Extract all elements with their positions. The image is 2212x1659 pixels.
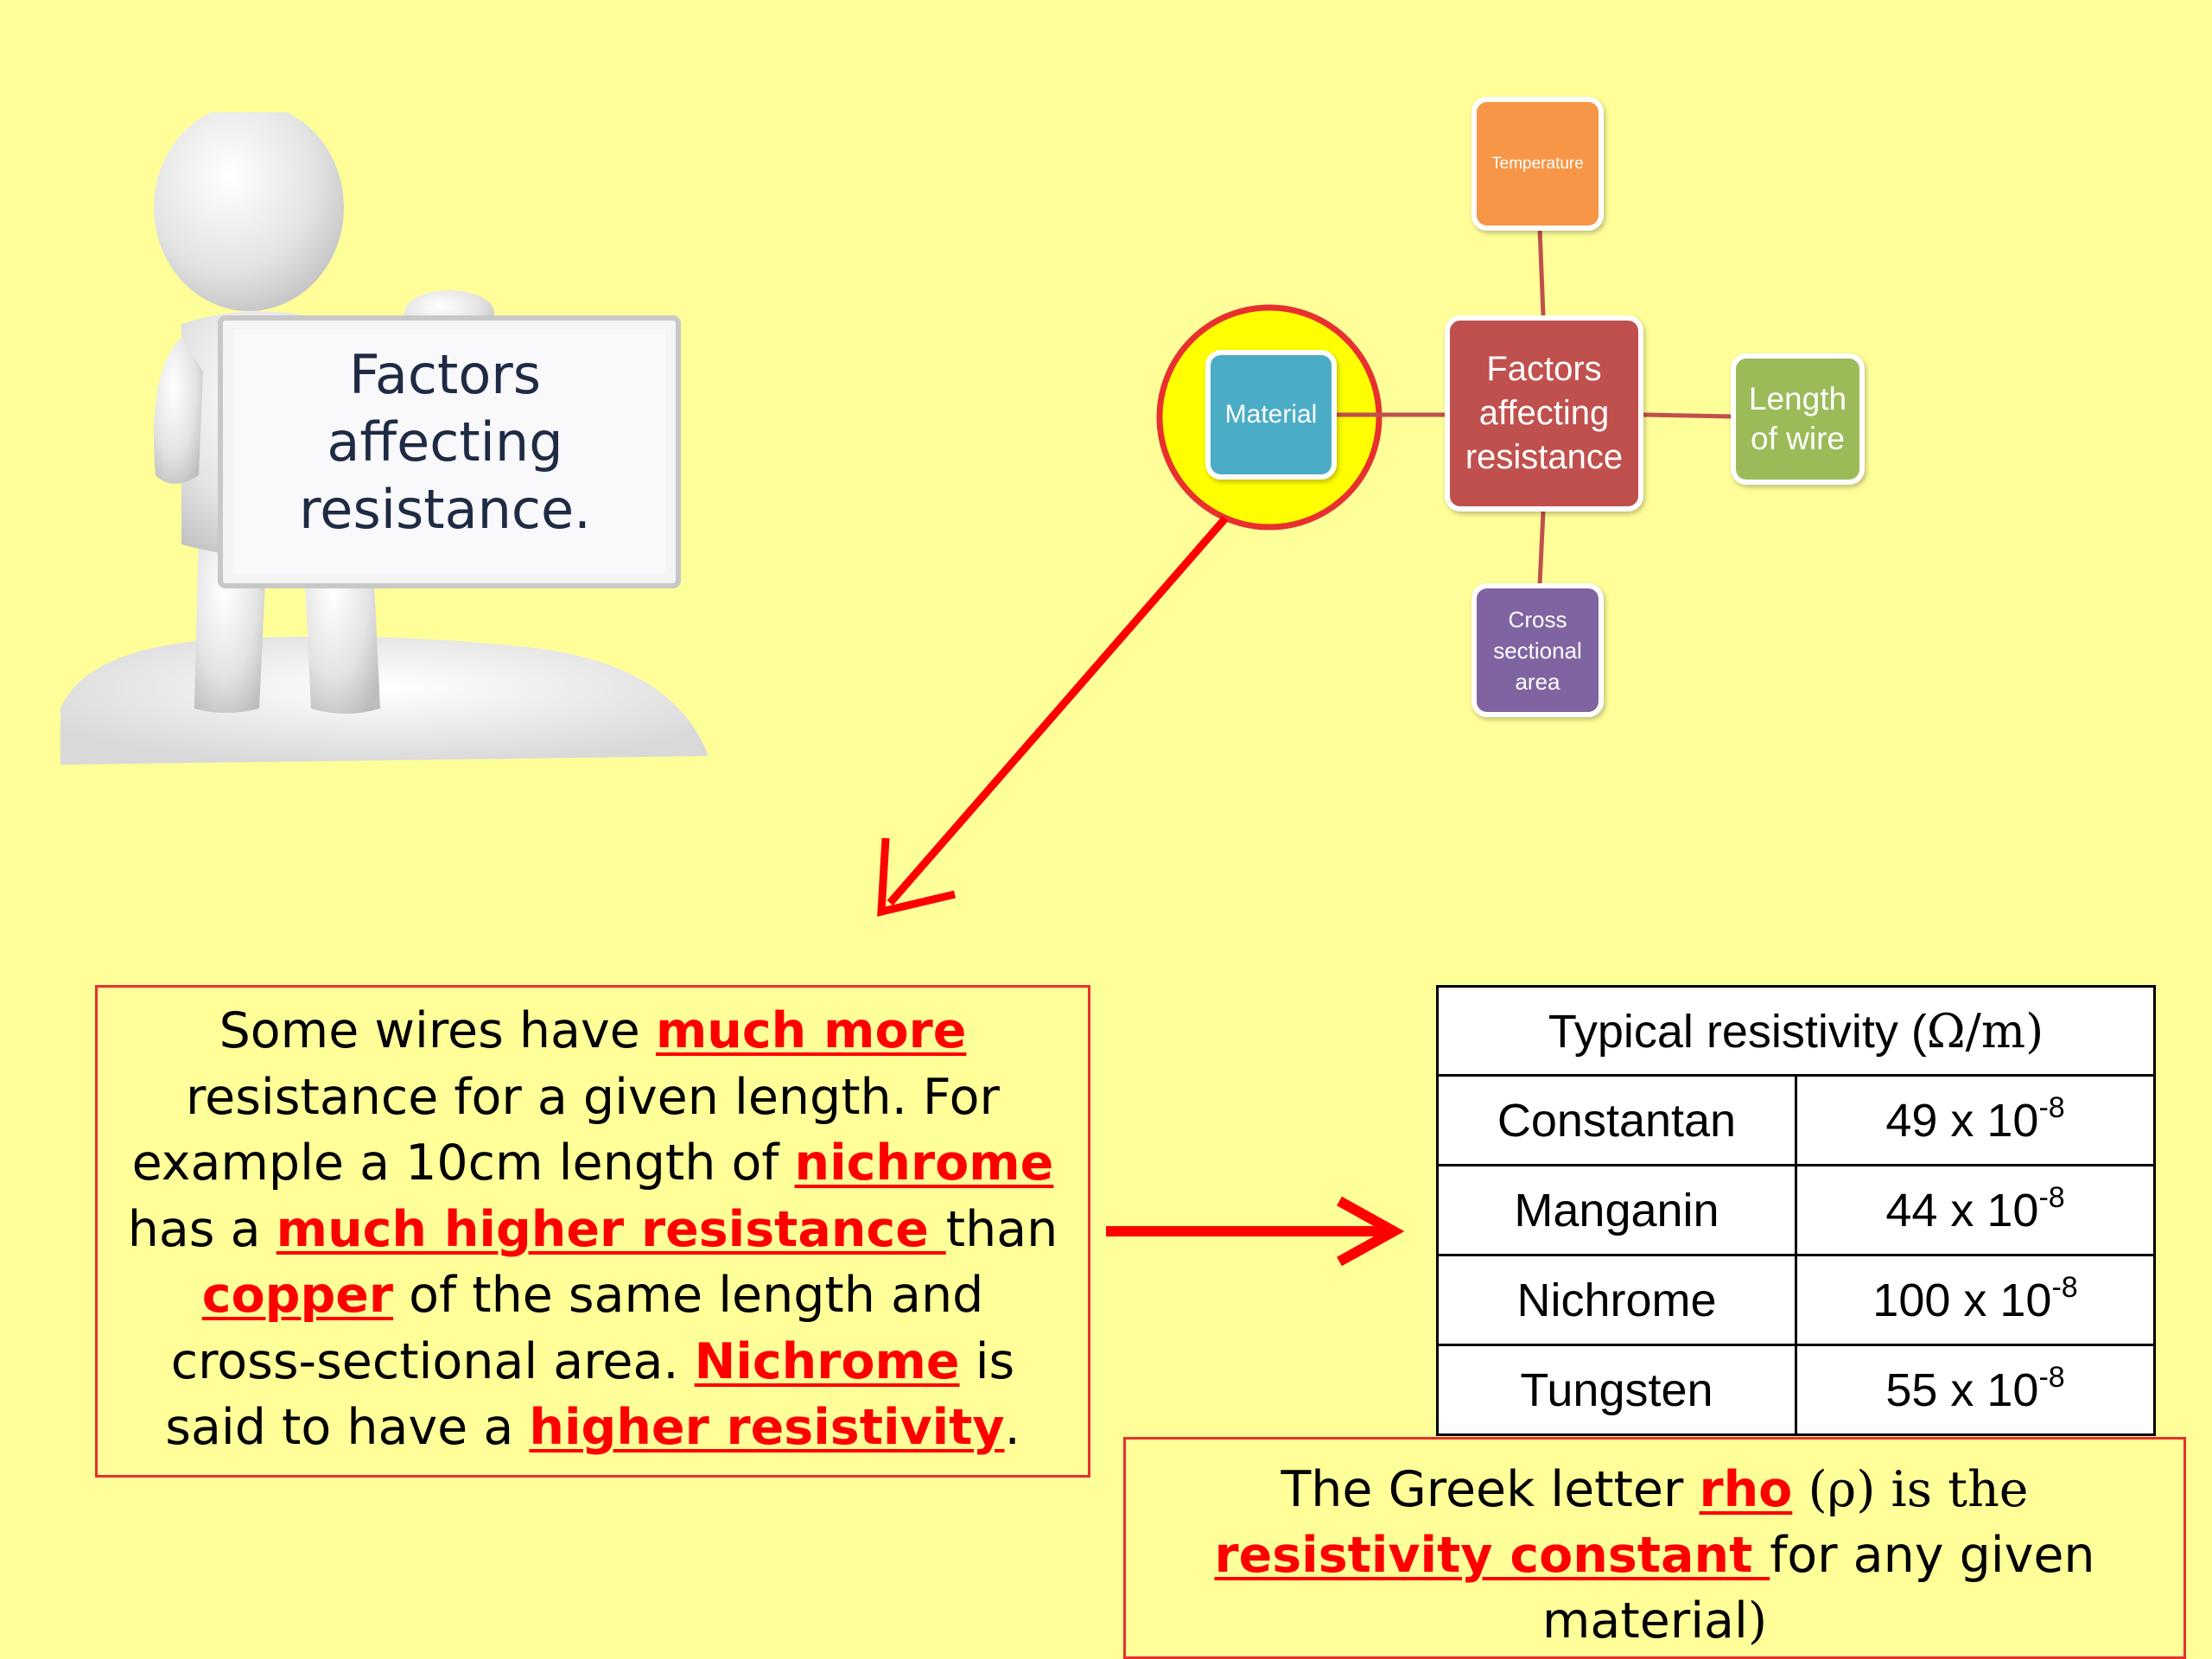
- explanation-text: has a: [127, 1200, 276, 1258]
- table-header-unit: Ω/m: [1926, 1003, 2026, 1058]
- connector-length: [1643, 412, 1732, 419]
- figure-holding-sign-image: [60, 112, 709, 765]
- rho-text: for any given: [1770, 1527, 2095, 1584]
- explanation-text: cross-sectional area.: [170, 1332, 695, 1390]
- highlight-nichrome: nichrome: [794, 1135, 1054, 1192]
- sign-line-2: affecting: [327, 410, 563, 474]
- arrow-to-explanation: [887, 516, 1229, 906]
- explanation-text: Some wires have: [219, 1002, 656, 1059]
- resistivity-exponent: -8: [2038, 1090, 2065, 1124]
- arrowhead-to-table: [1337, 1196, 1405, 1267]
- highlight-copper: copper: [201, 1267, 394, 1324]
- highlight-nichrome-2: Nichrome: [694, 1332, 960, 1390]
- table-row: Constantan 49 x 10-8: [1436, 1074, 2156, 1166]
- material-cell: Nichrome: [1436, 1254, 1797, 1346]
- resistivity-exponent: -8: [2051, 1270, 2078, 1304]
- table-row: Manganin 44 x 10-8: [1436, 1164, 2156, 1256]
- resistivity-coef: 44 x 10: [1885, 1184, 2039, 1236]
- explanation-line: resistance for a given length. For: [185, 1068, 1000, 1126]
- explanation-text: of the same length and: [393, 1267, 984, 1324]
- material-cell: Manganin: [1436, 1164, 1797, 1256]
- connector-cross-section: [1537, 511, 1546, 585]
- table-row: Tungsten 55 x 10-8: [1436, 1344, 2156, 1436]
- explanation-line: Some wires have much more: [98, 998, 1088, 1065]
- resistivity-coef: 49 x 10: [1885, 1094, 2039, 1147]
- arrowhead-to-explanation: [877, 837, 957, 917]
- explanation-box: Some wires have much more resistance for…: [95, 985, 1090, 1478]
- material-cell: Constantan: [1436, 1074, 1797, 1166]
- sign-line-3: resistance.: [299, 478, 591, 541]
- connector-temperature: [1537, 228, 1546, 316]
- mind-map-material-node: Material: [1205, 350, 1337, 480]
- explanation-line: cross-sectional area. Nichrome is: [98, 1329, 1088, 1395]
- resistivity-table: Typical resistivity (Ω/m) Constantan 49 …: [1436, 985, 2156, 1436]
- sign-line-1: Factors: [348, 343, 542, 406]
- rho-line: material): [1126, 1588, 2183, 1654]
- table-row: Nichrome 100 x 10-8: [1436, 1254, 2156, 1346]
- resistivity-exponent: -8: [2038, 1360, 2065, 1394]
- rho-line: The Greek letter rho (ρ) is the: [1126, 1457, 2183, 1522]
- sign-text: Factors affecting resistance.: [246, 341, 644, 543]
- resistivity-cell: 100 x 10-8: [1795, 1254, 2156, 1346]
- rho-text: The Greek letter: [1281, 1461, 1700, 1518]
- table-header-label: Typical resistivity (: [1548, 1005, 1927, 1058]
- table-header-row: Typical resistivity (Ω/m): [1436, 985, 2156, 1077]
- highlight-resistivity-constant: resistivity constant: [1214, 1527, 1770, 1584]
- rho-symbol: ρ: [1827, 1461, 1857, 1518]
- mind-map-length-node: Length of wire: [1731, 353, 1865, 485]
- mind-map-cross-section-node: Cross sectional area: [1471, 583, 1604, 717]
- highlight-much-higher-resistance: much higher resistance: [276, 1200, 946, 1258]
- table-header-close: ): [2025, 1003, 2044, 1058]
- material-cell: Tungsten: [1436, 1344, 1797, 1436]
- highlight-higher-resistivity: higher resistivity: [529, 1399, 1005, 1456]
- explanation-line: said to have a higher resistivity.: [98, 1395, 1088, 1461]
- rho-text: ): [1747, 1592, 1768, 1649]
- highlight-much-more: much more: [655, 1002, 967, 1059]
- explanation-line: copper of the same length and: [98, 1262, 1088, 1329]
- resistivity-coef: 55 x 10: [1885, 1363, 2039, 1416]
- explanation-text: is: [959, 1332, 1015, 1390]
- resistivity-coef: 100 x 10: [1872, 1274, 2052, 1326]
- resistivity-exponent: -8: [2038, 1180, 2065, 1214]
- rho-line: resistivity constant for any given: [1126, 1522, 2183, 1588]
- rho-text: material: [1541, 1592, 1748, 1649]
- explanation-text: said to have a: [165, 1399, 530, 1456]
- resistivity-cell: 49 x 10-8: [1795, 1074, 2156, 1166]
- rho-note-box: The Greek letter rho (ρ) is the resistiv…: [1123, 1437, 2186, 1659]
- explanation-line: example a 10cm length of nichrome: [98, 1130, 1088, 1197]
- mind-map-center-node: Factors affecting resistance: [1445, 315, 1643, 512]
- table-header: Typical resistivity (Ω/m): [1436, 985, 2156, 1077]
- resistivity-cell: 44 x 10-8: [1795, 1164, 2156, 1256]
- explanation-text: than: [945, 1200, 1058, 1258]
- rho-text: ) is the: [1856, 1461, 2029, 1518]
- explanation-text: example a 10cm length of: [131, 1135, 795, 1192]
- highlight-rho: rho: [1699, 1461, 1793, 1518]
- explanation-line: has a much higher resistance than: [98, 1197, 1088, 1263]
- mind-map-temperature-node: Temperature: [1471, 97, 1604, 231]
- explanation-text: .: [1004, 1399, 1020, 1456]
- resistivity-cell: 55 x 10-8: [1795, 1344, 2156, 1436]
- rho-text: (: [1792, 1461, 1827, 1518]
